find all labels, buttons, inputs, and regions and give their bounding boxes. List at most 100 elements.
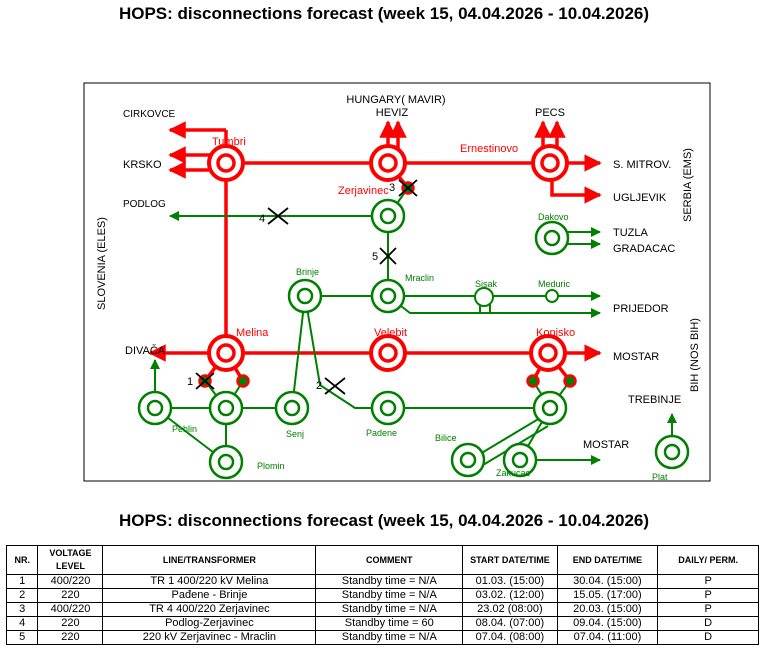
disconnect-marker-5 [379, 247, 397, 265]
line-to-prijedor-b [387, 295, 601, 318]
grid-diagram: HUNGARY( MAVIR) HEVIZ PECS CIRKOVCE KRSK… [83, 82, 711, 482]
cell-nr: 5 [5, 630, 39, 645]
label-zakucac: Zakucac [496, 468, 531, 478]
ext-prijedor: PRIJEDOR [613, 303, 669, 315]
station-bilice [450, 442, 486, 478]
label-velebit: Velebit [374, 327, 407, 339]
station-pehlin [137, 390, 173, 426]
cell-voltage: 220 [37, 616, 104, 631]
label-tumbri: Tumbri [212, 136, 246, 148]
disconnections-table: NR. VOLTAGE LEVEL LINE/TRANSFORMER COMME… [5, 545, 759, 645]
border-bih: BIH (NOS BIH) [689, 318, 701, 392]
ext-trebinje: TREBINJE [628, 394, 681, 406]
ext-tuzla: TUZLA [613, 227, 649, 239]
col-end-date: END DATE/TIME [556, 545, 659, 575]
table-row: 2 220 Pađene - Brinje Standby time = N/A… [5, 588, 759, 603]
cell-end: 20.03. (15:00) [556, 602, 659, 617]
col-daily-perm: DAILY/ PERM. [657, 545, 759, 575]
cell-start: 03.02. (12:00) [462, 588, 558, 603]
label-padene: Padene [366, 428, 397, 438]
station-sisak [474, 287, 494, 307]
ext-mostar-220: MOSTAR [583, 439, 629, 451]
cell-voltage: 220 [37, 630, 104, 645]
ext-cirkovce: CIRKOVCE [123, 109, 176, 120]
cell-line: Podlog-Zerjavinec [102, 616, 317, 631]
ext-smitrov: S. MITROV. [613, 159, 671, 171]
transformer-melina-2 [236, 374, 250, 388]
disconnect-marker-4 [267, 207, 289, 225]
ext-krsko: KRSKO [123, 159, 162, 171]
station-zerjavinec-400 [369, 144, 407, 182]
station-mraclin [370, 278, 406, 314]
ext-ugljevik: UGLJEVIK [613, 192, 667, 204]
station-konjsko-220 [532, 390, 568, 426]
cell-start: 01.03. (15:00) [462, 574, 558, 589]
col-comment: COMMENT [315, 545, 464, 575]
transformer-konjsko-1 [526, 374, 540, 388]
transformer-konjsko-2 [563, 374, 577, 388]
label-mraclin: Mraclin [405, 273, 434, 283]
cell-line: 220 kV Zerjavinec - Mraclin [102, 630, 317, 645]
station-tumbri [207, 144, 245, 182]
station-zerjavinec-220 [370, 198, 406, 234]
table-row: 3 400/220 TR 4 400/220 Zerjavinec Standb… [5, 602, 759, 617]
station-dakovo [534, 220, 570, 256]
ext-podlog: PODLOG [123, 199, 166, 210]
ext-heviz: HEVIZ [376, 107, 409, 119]
disconnect-marker-1 [195, 372, 215, 390]
station-melina [207, 334, 245, 372]
station-brinje [287, 278, 323, 314]
cell-start: 23.02 (08:00) [462, 602, 558, 617]
cell-end: 15.05. (17:00) [556, 588, 659, 603]
label-konjsko: Konjsko [536, 327, 575, 339]
disconnect-marker-2 [324, 377, 346, 395]
label-brinje: Brinje [296, 267, 319, 277]
station-senj [274, 390, 310, 426]
station-ernestinovo [531, 144, 569, 182]
marker-label-4: 4 [259, 213, 265, 225]
label-zerjavinec: Zerjavinec [338, 185, 389, 197]
cell-type: D [657, 616, 759, 631]
ext-divaca: DIVAČA [125, 344, 166, 357]
cell-start: 08.04. (07:00) [462, 616, 558, 631]
col-line-transformer: LINE/TRANSFORMER [102, 545, 317, 575]
cell-start: 07.04. (08:00) [462, 630, 558, 645]
cell-type: P [657, 588, 759, 603]
label-plat: Plat [652, 472, 668, 482]
cell-voltage: 400/220 [37, 574, 104, 589]
border-hungary: HUNGARY( MAVIR) [346, 94, 445, 106]
ext-pecs: PECS [535, 107, 565, 119]
col-start-date: START DATE/TIME [462, 545, 558, 575]
ext-mostar-400: MOSTAR [613, 351, 659, 363]
cell-nr: 4 [5, 616, 39, 631]
station-padene [370, 390, 406, 426]
label-bilice: Bilice [435, 433, 457, 443]
marker-label-3: 3 [389, 182, 395, 194]
cell-line: Pađene - Brinje [102, 588, 317, 603]
border-serbia: SERBIA (EMS) [682, 148, 694, 222]
station-konjsko [529, 334, 567, 372]
table-row: 5 220 220 kV Zerjavinec - Mraclin Standb… [5, 630, 759, 645]
col-voltage-level: VOLTAGE LEVEL [37, 545, 104, 575]
label-ernestinovo: Ernestinovo [460, 143, 518, 155]
station-zakucac [502, 442, 538, 478]
cell-nr: 1 [5, 574, 39, 589]
station-velebit [369, 334, 407, 372]
marker-label-2: 2 [316, 380, 322, 392]
cell-end: 09.04. (15:00) [556, 616, 659, 631]
marker-label-5: 5 [372, 251, 378, 263]
cell-line: TR 1 400/220 kV Melina [102, 574, 317, 589]
cell-comment: Standby time = N/A [315, 630, 464, 645]
cell-comment: Standby time = 60 [315, 616, 464, 631]
border-slovenia: SLOVENIA (ELES) [96, 217, 108, 310]
cell-comment: Standby time = N/A [315, 588, 464, 603]
cell-comment: Standby time = N/A [315, 574, 464, 589]
label-meduric: Meduric [538, 279, 571, 289]
cell-type: D [657, 630, 759, 645]
marker-label-1: 1 [187, 376, 193, 388]
table-header-row: NR. VOLTAGE LEVEL LINE/TRANSFORMER COMME… [5, 545, 759, 575]
station-meduric [545, 289, 559, 303]
station-plomin [208, 444, 244, 480]
label-melina: Melina [236, 327, 269, 339]
station-melina-220 [208, 390, 244, 426]
